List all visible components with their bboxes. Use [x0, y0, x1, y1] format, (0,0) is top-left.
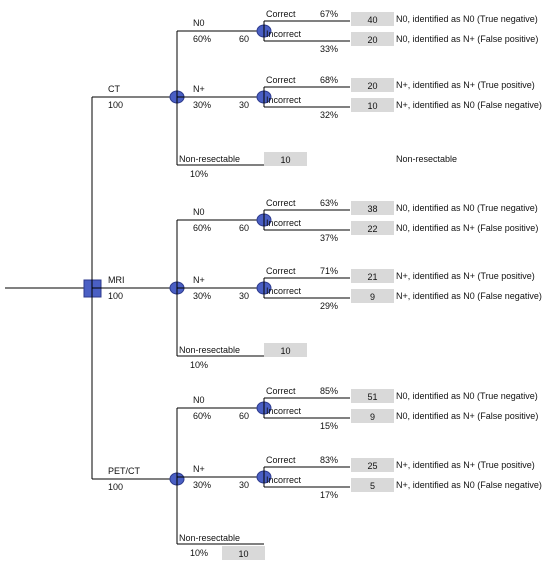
- modality-mri-value: 100: [108, 291, 123, 301]
- modality-mri-n0-incorrect-pct: 37%: [320, 233, 338, 243]
- modality-petct-n0-correct-label: Correct: [266, 386, 296, 396]
- modality-ct-n0-correct-value-box: [351, 12, 394, 26]
- modality-petct-nplus-correct-value: 25: [367, 461, 377, 471]
- modality-mri-nplus-incorrect-outcome: N+, identified as N0 (False negative): [396, 291, 542, 301]
- modality-ct-nplus-incorrect-value-box: [351, 98, 394, 112]
- modality-petct-nplus-pct: 30%: [193, 480, 211, 490]
- modality-mri-n0-count: 60: [239, 223, 249, 233]
- modality-mri-nonresectable-value: 10: [280, 346, 290, 356]
- modality-petct-nplus-correct-value-box: [351, 458, 394, 472]
- modality-ct-nplus-correct-pct: 68%: [320, 75, 338, 85]
- modality-mri-n0-pct: 60%: [193, 223, 211, 233]
- modality-ct-nplus-correct-value-box: [351, 78, 394, 92]
- modality-ct-n0-pct: 60%: [193, 34, 211, 44]
- modality-petct-n0-correct-pct: 85%: [320, 386, 338, 396]
- modality-ct-n0-count: 60: [239, 34, 249, 44]
- modality-mri-nplus-correct-outcome: N+, identified as N+ (True positive): [396, 271, 535, 281]
- modality-mri-n0-correct-pct: 63%: [320, 198, 338, 208]
- modality-mri-nplus-correct-value: 21: [367, 272, 377, 282]
- modality-mri-nplus-incorrect-pct: 29%: [320, 301, 338, 311]
- modality-petct-nonresectable-value: 10: [238, 549, 248, 559]
- modality-ct-nonresectable-value-box: [264, 152, 307, 166]
- modality-petct-nplus-correct-label: Correct: [266, 455, 296, 465]
- modality-petct-nplus-correct-pct: 83%: [320, 455, 338, 465]
- modality-ct-nonresectable-label: Non-resectable: [179, 154, 240, 164]
- modality-mri-label: MRI: [108, 275, 125, 285]
- modality-mri-nplus-correct-value-box: [351, 269, 394, 283]
- modality-mri-nonresectable-value-box: [264, 343, 307, 357]
- modality-ct-n0-incorrect-pct: 33%: [320, 44, 338, 54]
- modality-petct-n0-label: N0: [193, 395, 205, 405]
- modality-petct-n0-incorrect-value-box: [351, 409, 394, 423]
- modality-mri-nplus-label: N+: [193, 275, 205, 285]
- modality-petct-n0-incorrect-label: Incorrect: [266, 406, 302, 416]
- modality-mri-n0-correct-value-box: [351, 201, 394, 215]
- modality-mri-nonresectable-pct: 10%: [190, 360, 208, 370]
- modality-ct-nplus-incorrect-pct: 32%: [320, 110, 338, 120]
- modality-petct-n0-correct-value: 51: [367, 392, 377, 402]
- modality-petct-n0-incorrect-pct: 15%: [320, 421, 338, 431]
- modality-ct-n0-correct-label: Correct: [266, 9, 296, 19]
- modality-ct-nplus-correct-label: Correct: [266, 75, 296, 85]
- modality-petct-n0-correct-outcome: N0, identified as N0 (True negative): [396, 391, 538, 401]
- modality-petct-n0-pct: 60%: [193, 411, 211, 421]
- modality-ct-n0-incorrect-value-box: [351, 32, 394, 46]
- modality-petct-value: 100: [108, 482, 123, 492]
- modality-petct-nonresectable-pct: 10%: [190, 548, 208, 558]
- modality-ct-label: CT: [108, 84, 120, 94]
- modality-mri-n0-incorrect-value: 22: [367, 224, 377, 234]
- modality-mri-n0-correct-outcome: N0, identified as N0 (True negative): [396, 203, 538, 213]
- modality-petct-nplus-label: N+: [193, 464, 205, 474]
- modality-ct-nplus-count: 30: [239, 100, 249, 110]
- modality-mri-nplus-pct: 30%: [193, 291, 211, 301]
- modality-ct-n0-incorrect-outcome: N0, identified as N+ (False positive): [396, 34, 538, 44]
- modality-mri-nplus-correct-label: Correct: [266, 266, 296, 276]
- modality-ct-nonresectable-outcome: Non-resectable: [396, 154, 457, 164]
- modality-ct-n0-correct-value: 40: [367, 15, 377, 25]
- modality-ct-nplus-incorrect-outcome: N+, identified as N0 (False negative): [396, 100, 542, 110]
- modality-ct-n0-correct-pct: 67%: [320, 9, 338, 19]
- modality-petct-nplus-incorrect-value-box: [351, 478, 394, 492]
- modality-mri-nplus-incorrect-value: 9: [370, 292, 375, 302]
- modality-ct-n0-incorrect-label: Incorrect: [266, 29, 302, 39]
- modality-mri-nplus-incorrect-value-box: [351, 289, 394, 303]
- modality-petct-n0-incorrect-outcome: N0, identified as N+ (False positive): [396, 411, 538, 421]
- modality-petct-nplus-incorrect-outcome: N+, identified as N0 (False negative): [396, 480, 542, 490]
- modality-ct-n0-label: N0: [193, 18, 205, 28]
- modality-mri-n0-incorrect-outcome: N0, identified as N+ (False positive): [396, 223, 538, 233]
- modality-petct-nonresectable-value-box: [222, 546, 265, 560]
- modality-ct-nplus-label: N+: [193, 84, 205, 94]
- modality-mri-n0-correct-value: 38: [367, 204, 377, 214]
- modality-petct-n0-incorrect-value: 9: [370, 412, 375, 422]
- modality-petct-n0-count: 60: [239, 411, 249, 421]
- modality-mri-n0-label: N0: [193, 207, 205, 217]
- modality-petct-label: PET/CT: [108, 466, 141, 476]
- modality-petct-nplus-correct-outcome: N+, identified as N+ (True positive): [396, 460, 535, 470]
- modality-ct-nplus-incorrect-label: Incorrect: [266, 95, 302, 105]
- modality-petct-nplus-count: 30: [239, 480, 249, 490]
- modality-ct-nplus-correct-outcome: N+, identified as N+ (True positive): [396, 80, 535, 90]
- modality-ct-nonresectable-value: 10: [280, 155, 290, 165]
- modality-petct-nplus-incorrect-label: Incorrect: [266, 475, 302, 485]
- modality-ct-nplus-correct-value: 20: [367, 81, 377, 91]
- modality-ct-nplus-pct: 30%: [193, 100, 211, 110]
- modality-petct-n0-correct-value-box: [351, 389, 394, 403]
- modality-mri-n0-incorrect-value-box: [351, 221, 394, 235]
- modality-mri-n0-correct-label: Correct: [266, 198, 296, 208]
- modality-mri-nplus-incorrect-label: Incorrect: [266, 286, 302, 296]
- modality-petct-nplus-incorrect-pct: 17%: [320, 490, 338, 500]
- modality-petct-nonresectable-label: Non-resectable: [179, 533, 240, 543]
- modality-mri-n0-incorrect-label: Incorrect: [266, 218, 302, 228]
- modality-ct-nplus-incorrect-value: 10: [367, 101, 377, 111]
- modality-ct-value: 100: [108, 100, 123, 110]
- modality-ct-nonresectable-pct: 10%: [190, 169, 208, 179]
- modality-ct-n0-incorrect-value: 20: [367, 35, 377, 45]
- modality-petct-nplus-incorrect-value: 5: [370, 481, 375, 491]
- modality-mri-nplus-count: 30: [239, 291, 249, 301]
- modality-mri-nonresectable-label: Non-resectable: [179, 345, 240, 355]
- modality-ct-n0-correct-outcome: N0, identified as N0 (True negative): [396, 14, 538, 24]
- modality-mri-nplus-correct-pct: 71%: [320, 266, 338, 276]
